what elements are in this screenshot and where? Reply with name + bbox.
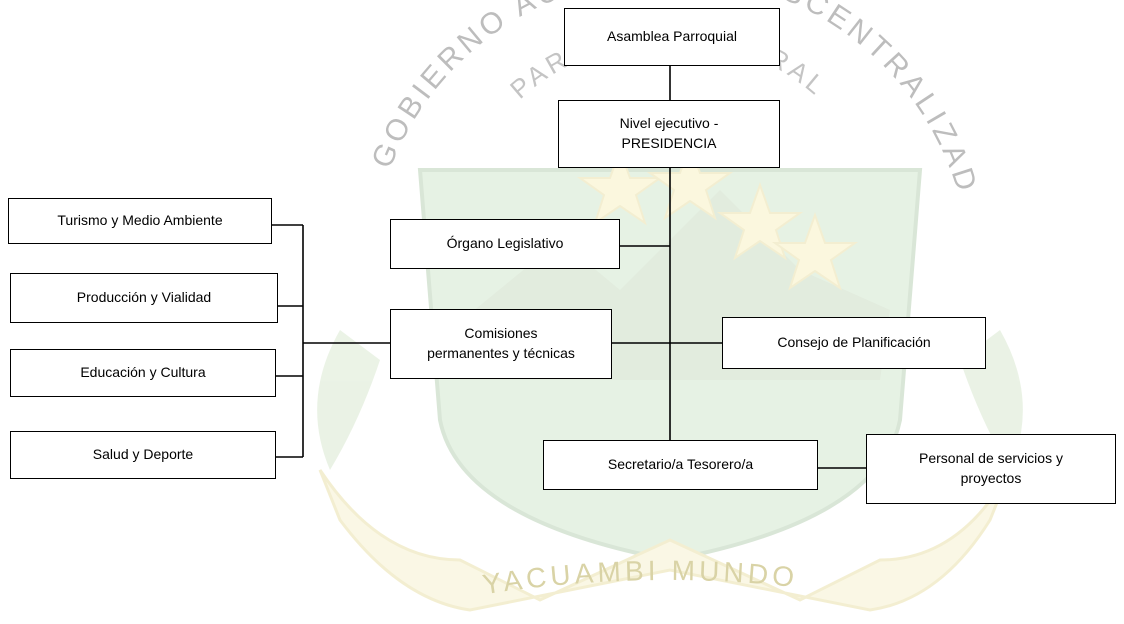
stars-group	[576, 142, 859, 291]
box-educacion: Educación y Cultura	[10, 349, 276, 397]
box-turismo: Turismo y Medio Ambiente	[8, 198, 272, 244]
box-organo-legislativo: Órgano Legislativo	[390, 219, 620, 269]
box-asamblea-parroquial: Asamblea Parroquial	[564, 8, 780, 66]
box-salud: Salud y Deporte	[10, 431, 276, 479]
box-produccion: Producción y Vialidad	[10, 273, 278, 323]
box-consejo-planificacion: Consejo de Planificación	[722, 317, 986, 369]
box-comisiones: Comisiones permanentes y técnicas	[390, 309, 612, 379]
box-secretario-tesorero: Secretario/a Tesorero/a	[543, 440, 818, 490]
box-personal-servicios: Personal de servicios y proyectos	[866, 434, 1116, 504]
box-presidencia: Nivel ejecutivo - PRESIDENCIA	[558, 100, 780, 168]
